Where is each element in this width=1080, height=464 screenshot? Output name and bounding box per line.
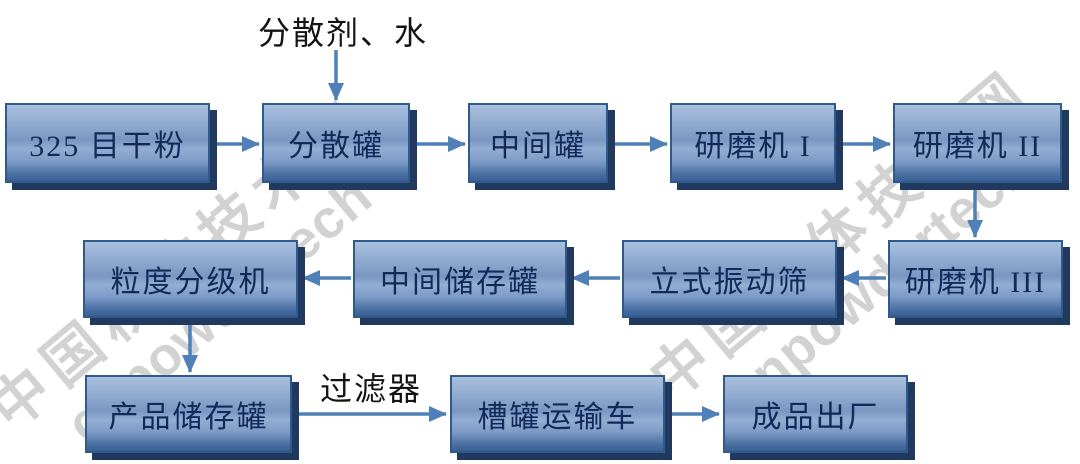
node-intermediate-tank-label: 中间罐 [490,130,586,163]
node-intermediate-tank: 中间罐 [468,103,608,183]
input-materials-label: 分散剂、水 [258,15,429,51]
filter-label: 过滤器 [320,371,423,407]
node-product-storage-tank: 产品储存罐 [85,375,292,453]
node-dispersion-tank: 分散罐 [262,103,410,183]
node-dry-powder-label: 325 目干粉 [29,130,186,163]
node-mill-3-label: 研磨机 III [904,266,1047,299]
node-intermediate-storage-tank-label: 中间储存罐 [380,266,540,299]
node-dispersion-tank-label: 分散罐 [288,130,384,163]
node-finished-product-shipment: 成品出厂 [723,375,908,453]
node-particle-classifier: 粒度分级机 [83,240,298,318]
node-dry-powder: 325 目干粉 [5,103,210,183]
node-product-storage-tank-label: 产品储存罐 [108,401,269,434]
node-mill-3: 研磨机 III [888,240,1063,318]
node-particle-classifier-label: 粒度分级机 [110,266,271,299]
node-intermediate-storage-tank: 中间储存罐 [353,240,567,318]
node-mill-2-label: 研磨机 II [912,130,1043,163]
node-tank-truck: 槽罐运输车 [450,375,665,453]
node-vertical-vibrating-screen-label: 立式振动筛 [649,266,810,299]
node-mill-1-label: 研磨机 I [694,130,812,163]
node-finished-product-shipment-label: 成品出厂 [751,401,880,434]
node-mill-1: 研磨机 I [670,103,836,183]
node-tank-truck-label: 槽罐运输车 [477,401,638,434]
node-mill-2: 研磨机 II [893,103,1062,183]
node-vertical-vibrating-screen: 立式振动筛 [622,240,837,318]
